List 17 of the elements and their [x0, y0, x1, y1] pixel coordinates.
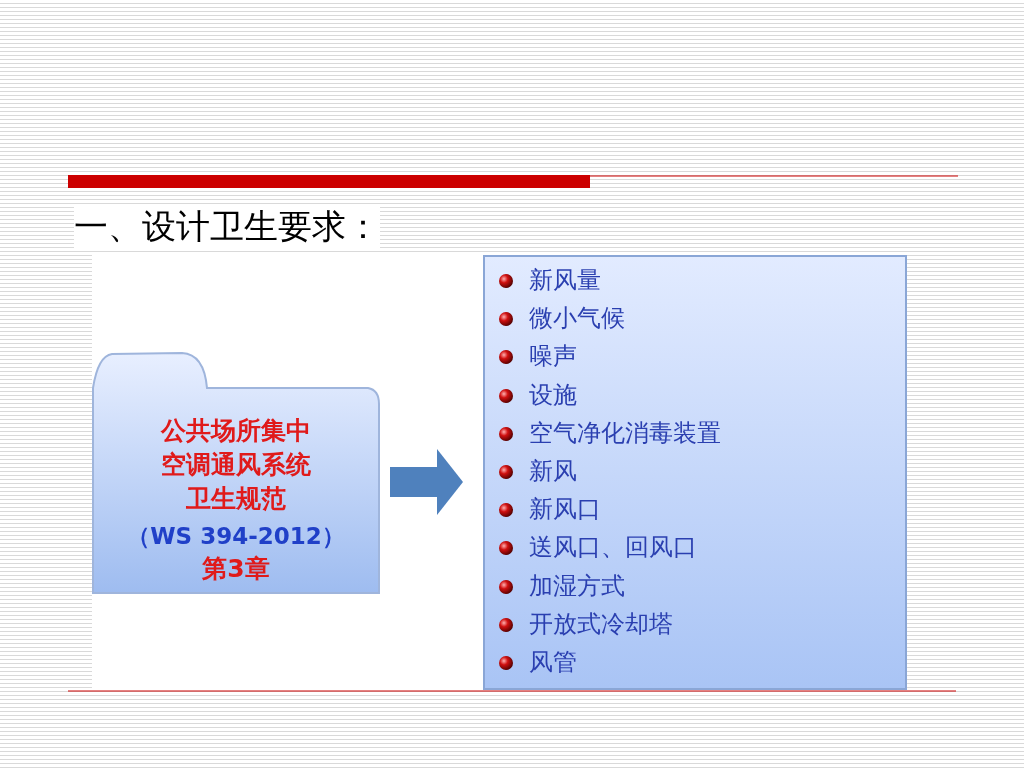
list-item: 噪声: [529, 341, 577, 372]
slide-title: 一、设计卫生要求：: [74, 204, 380, 248]
block-arrow: [390, 449, 463, 515]
list-item: 加湿方式: [529, 570, 625, 601]
standard-code: （WS 394-2012）: [126, 522, 346, 551]
list-item: 新风口: [529, 494, 601, 525]
list-item: 新风量: [529, 265, 601, 295]
list-item: 开放式冷却塔: [529, 608, 673, 639]
list-item: 风管: [529, 647, 577, 677]
list-item: 空气净化消毒装置: [529, 417, 721, 448]
list-item: 新风: [529, 456, 577, 486]
list-item: 送风口、回风口: [529, 532, 697, 563]
list-item: 设施: [529, 379, 577, 410]
folder-title: 公共场所集中空调通风系统卫生规范: [161, 415, 311, 515]
chapter-label: 第3章: [201, 553, 271, 585]
list-panel: [483, 255, 907, 690]
list-item: 微小气候: [529, 303, 625, 334]
